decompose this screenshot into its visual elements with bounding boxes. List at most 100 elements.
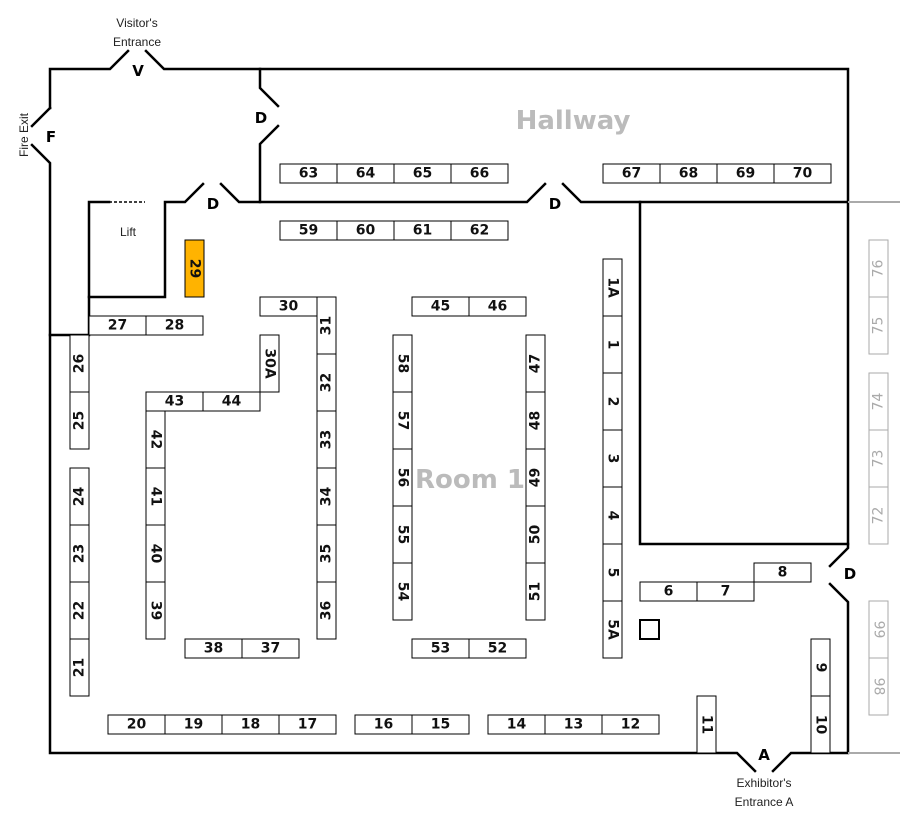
booth-56[interactable]: 56 xyxy=(392,448,413,507)
booth-2[interactable]: 2 xyxy=(602,372,623,431)
booth-1a[interactable]: 1A xyxy=(602,258,623,317)
booth-61[interactable]: 61 xyxy=(393,220,452,241)
booth-36[interactable]: 36 xyxy=(316,581,337,640)
booth-45[interactable]: 45 xyxy=(411,296,470,317)
booth-7[interactable]: 7 xyxy=(696,581,755,602)
booth-46[interactable]: 46 xyxy=(468,296,527,317)
booth-37[interactable]: 37 xyxy=(241,638,300,659)
booth-5[interactable]: 5 xyxy=(602,543,623,602)
booth-54[interactable]: 54 xyxy=(392,562,413,621)
booth-26[interactable]: 26 xyxy=(69,334,90,393)
booth-73[interactable]: 73 xyxy=(868,429,889,488)
booth-outline xyxy=(810,695,831,754)
booth-33[interactable]: 33 xyxy=(316,410,337,469)
booth-30a[interactable]: 30A xyxy=(259,334,280,393)
booth-34[interactable]: 34 xyxy=(316,467,337,526)
visitor-door-code[interactable]: V xyxy=(132,62,144,80)
booth-number: 17 xyxy=(298,717,317,733)
booth-14[interactable]: 14 xyxy=(487,714,546,735)
booth-29[interactable]: 29 xyxy=(184,239,205,298)
booth-28[interactable]: 28 xyxy=(145,315,204,336)
booth-50[interactable]: 50 xyxy=(525,505,546,564)
booth-16[interactable]: 16 xyxy=(354,714,413,735)
door-hallway-west[interactable]: D xyxy=(255,109,267,127)
lift-label: Lift xyxy=(120,225,137,239)
booth-69[interactable]: 69 xyxy=(716,163,775,184)
booth-10[interactable]: 10 xyxy=(810,695,831,754)
booth-52[interactable]: 52 xyxy=(468,638,527,659)
booth-57[interactable]: 57 xyxy=(392,391,413,450)
booth-32[interactable]: 32 xyxy=(316,353,337,412)
booth-number: 56 xyxy=(395,468,411,487)
booth-number: 9 xyxy=(813,663,829,673)
booth-99[interactable]: 99 xyxy=(868,600,889,659)
booth-27[interactable]: 27 xyxy=(88,315,147,336)
booth-25[interactable]: 25 xyxy=(69,391,90,450)
booth-76[interactable]: 76 xyxy=(868,239,889,298)
booth-12[interactable]: 12 xyxy=(601,714,660,735)
booth-outline xyxy=(753,562,812,583)
booth-41[interactable]: 41 xyxy=(145,467,166,526)
booth-55[interactable]: 55 xyxy=(392,505,413,564)
booth-5a[interactable]: 5A xyxy=(602,600,623,659)
booth-65[interactable]: 65 xyxy=(393,163,452,184)
booth-67[interactable]: 67 xyxy=(602,163,661,184)
booth-63[interactable]: 63 xyxy=(279,163,338,184)
booth-60[interactable]: 60 xyxy=(336,220,395,241)
booth-47[interactable]: 47 xyxy=(525,334,546,393)
booth-51[interactable]: 51 xyxy=(525,562,546,621)
booth-38[interactable]: 38 xyxy=(184,638,243,659)
booth-24[interactable]: 24 xyxy=(69,467,90,526)
booth-72[interactable]: 72 xyxy=(868,486,889,545)
booth-40[interactable]: 40 xyxy=(145,524,166,583)
booth-20[interactable]: 20 xyxy=(107,714,166,735)
booth-49[interactable]: 49 xyxy=(525,448,546,507)
booth-13[interactable]: 13 xyxy=(544,714,603,735)
booth-39[interactable]: 39 xyxy=(145,581,166,640)
booth-18[interactable]: 18 xyxy=(221,714,280,735)
booth-23[interactable]: 23 xyxy=(69,524,90,583)
booth-11[interactable]: 11 xyxy=(696,695,717,754)
booth-53[interactable]: 53 xyxy=(411,638,470,659)
booth-42[interactable]: 42 xyxy=(145,410,166,469)
booth-number: 1 xyxy=(605,340,621,350)
booth-4[interactable]: 4 xyxy=(602,486,623,545)
door-lift[interactable]: D xyxy=(207,195,219,213)
booth-number: 59 xyxy=(299,223,318,239)
door-east[interactable]: D xyxy=(844,565,856,583)
booth-21[interactable]: 21 xyxy=(69,638,90,697)
booth-1[interactable]: 1 xyxy=(602,315,623,374)
booth-74[interactable]: 74 xyxy=(868,372,889,431)
booth-98[interactable]: 98 xyxy=(868,657,889,716)
booth-outline xyxy=(696,695,717,754)
booth-number: 68 xyxy=(679,166,698,182)
booth-9[interactable]: 9 xyxy=(810,638,831,697)
booth-3[interactable]: 3 xyxy=(602,429,623,488)
booth-70[interactable]: 70 xyxy=(773,163,832,184)
booth-44[interactable]: 44 xyxy=(202,391,261,412)
booth-22[interactable]: 22 xyxy=(69,581,90,640)
booth-8[interactable]: 8 xyxy=(753,562,812,583)
booth-31[interactable]: 31 xyxy=(316,296,337,355)
booth-48[interactable]: 48 xyxy=(525,391,546,450)
booth-30[interactable]: 30 xyxy=(259,296,318,317)
booth-19[interactable]: 19 xyxy=(164,714,223,735)
booth-15[interactable]: 15 xyxy=(411,714,470,735)
fire-exit-code[interactable]: F xyxy=(46,128,56,146)
booth-58[interactable]: 58 xyxy=(392,334,413,393)
booth-number: 47 xyxy=(528,354,544,373)
booth-66[interactable]: 66 xyxy=(450,163,509,184)
booth-35[interactable]: 35 xyxy=(316,524,337,583)
booth-number: 22 xyxy=(72,601,88,620)
booth-6[interactable]: 6 xyxy=(639,581,698,602)
booth-17[interactable]: 17 xyxy=(278,714,337,735)
door-hallway-room[interactable]: D xyxy=(549,195,561,213)
booth-62[interactable]: 62 xyxy=(450,220,509,241)
exhibitor-door-code[interactable]: A xyxy=(758,746,770,764)
booth-number: 19 xyxy=(184,717,203,733)
booth-64[interactable]: 64 xyxy=(336,163,395,184)
booth-75[interactable]: 75 xyxy=(868,296,889,355)
booth-59[interactable]: 59 xyxy=(279,220,338,241)
booth-68[interactable]: 68 xyxy=(659,163,718,184)
booth-43[interactable]: 43 xyxy=(145,391,204,412)
